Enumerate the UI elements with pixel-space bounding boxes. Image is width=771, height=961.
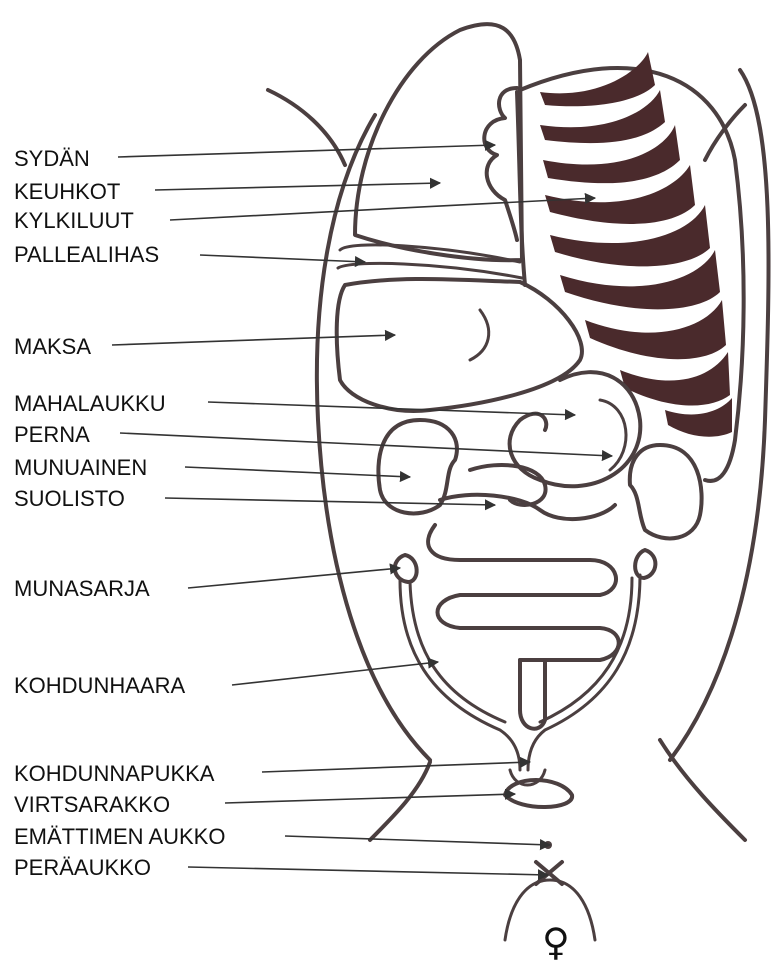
- bladder-outline: [505, 780, 572, 807]
- label-sydan: SYDÄN: [14, 146, 90, 171]
- label-perna: PERNA: [14, 422, 90, 447]
- label-munasarja: MUNASARJA: [14, 576, 150, 601]
- label-kylkiluut: KYLKILUUT: [14, 208, 134, 233]
- label-maksa: MAKSA: [14, 334, 91, 359]
- heart-outline: [484, 88, 517, 240]
- label-mahalaukku: MAHALAUKKU: [14, 391, 166, 416]
- label-emattimen-aukko: EMÄTTIMEN AUKKO: [14, 824, 225, 849]
- ribcage: [517, 52, 744, 481]
- label-kohdunhaara: KOHDUNHAARA: [14, 673, 185, 698]
- label-peraaukko: PERÄAUKKO: [14, 855, 151, 880]
- female-symbol: ♀: [542, 920, 570, 961]
- labels: SYDÄN KEUHKOT KYLKILUUT PALLEALIHAS MAKS…: [14, 146, 225, 880]
- lung-outline: [355, 24, 522, 260]
- label-kohdunnapukka: KOHDUNNAPUKKA: [14, 761, 215, 786]
- kidney-right: [630, 445, 702, 538]
- label-keuhkot: KEUHKOT: [14, 179, 120, 204]
- label-munuainen: MUNUAINEN: [14, 455, 147, 480]
- liver-outline: [337, 279, 582, 411]
- spleen-outline: [600, 400, 626, 470]
- label-pallealihas: PALLEALIHAS: [14, 242, 159, 267]
- label-suolisto: SUOLISTO: [14, 486, 125, 511]
- label-virtsarakko: VIRTSARAKKO: [14, 792, 170, 817]
